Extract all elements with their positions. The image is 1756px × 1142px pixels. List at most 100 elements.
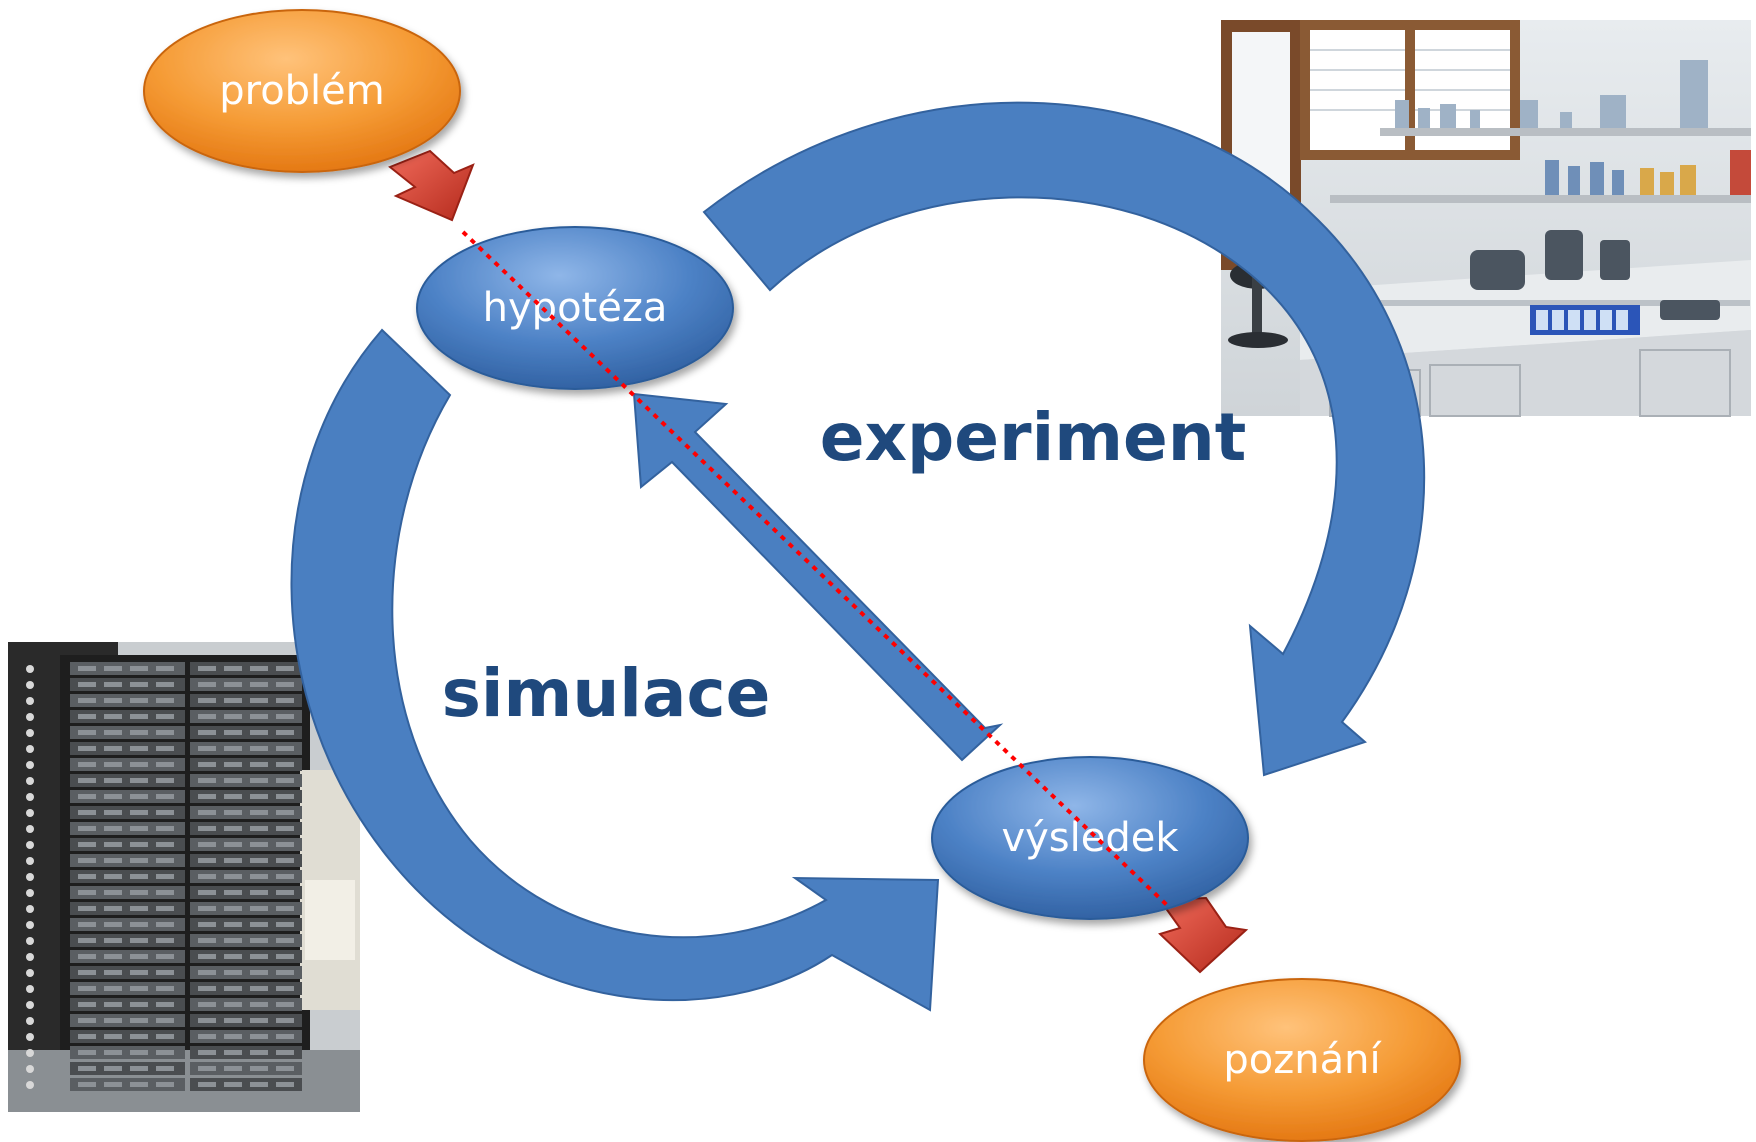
server-units bbox=[26, 662, 302, 1091]
server-drive-bay bbox=[224, 954, 242, 959]
server-drive-bay bbox=[104, 986, 122, 991]
server-drive-bay bbox=[250, 954, 268, 959]
server-drive-bay bbox=[198, 906, 216, 911]
server-drive-bay bbox=[104, 842, 122, 847]
server-unit bbox=[70, 854, 185, 867]
server-drive-bay bbox=[276, 906, 294, 911]
server-drive-bay bbox=[198, 730, 216, 735]
server-unit bbox=[70, 806, 185, 819]
server-drive-bay bbox=[156, 874, 174, 879]
server-drive-bay bbox=[78, 858, 96, 863]
server-drive-bay bbox=[156, 906, 174, 911]
server-drive-bay bbox=[104, 890, 122, 895]
problem-to-hypothesis-arrow bbox=[388, 149, 475, 222]
server-unit bbox=[70, 1046, 185, 1059]
server-unit bbox=[190, 758, 302, 771]
server-unit bbox=[190, 870, 302, 883]
server-drive-bay bbox=[156, 842, 174, 847]
node-knowledge-label: poznání bbox=[1223, 1037, 1382, 1083]
server-drive-bay bbox=[198, 1050, 216, 1055]
server-drive-bay bbox=[156, 1002, 174, 1007]
server-drive-bay bbox=[78, 938, 96, 943]
node-result bbox=[931, 756, 1249, 920]
server-unit bbox=[70, 774, 185, 787]
server-drive-bay bbox=[104, 858, 122, 863]
server-drive-bay bbox=[104, 794, 122, 799]
server-drive-bay bbox=[78, 826, 96, 831]
server-drive-bay bbox=[224, 922, 242, 927]
server-drive-bay bbox=[250, 682, 268, 687]
server-drive-bay bbox=[130, 906, 148, 911]
server-drive-bay bbox=[130, 826, 148, 831]
server-drive-bay bbox=[276, 986, 294, 991]
server-drive-bay bbox=[276, 810, 294, 815]
server-drive-bay bbox=[156, 682, 174, 687]
server-drive-bay bbox=[198, 794, 216, 799]
server-unit bbox=[70, 950, 185, 963]
server-drive-bay bbox=[250, 922, 268, 927]
server-drive-bay bbox=[104, 762, 122, 767]
server-drive-bay bbox=[276, 970, 294, 975]
server-drive-bay bbox=[276, 938, 294, 943]
server-drive-bay bbox=[104, 666, 122, 671]
server-drive-bay bbox=[224, 986, 242, 991]
server-drive-bay bbox=[156, 954, 174, 959]
server-drive-bay bbox=[250, 746, 268, 751]
server-drive-bay bbox=[130, 794, 148, 799]
rack-handle bbox=[26, 841, 34, 849]
server-drive-bay bbox=[250, 842, 268, 847]
server-drive-bay bbox=[78, 1002, 96, 1007]
server-unit bbox=[190, 822, 302, 835]
server-drive-bay bbox=[78, 842, 96, 847]
server-drive-bay bbox=[130, 810, 148, 815]
server-drive-bay bbox=[130, 714, 148, 719]
server-drive-bay bbox=[104, 810, 122, 815]
server-unit bbox=[190, 806, 302, 819]
server-drive-bay bbox=[224, 778, 242, 783]
rack-handle bbox=[26, 873, 34, 881]
server-unit bbox=[190, 1078, 302, 1091]
simulation-label: simulace bbox=[442, 655, 771, 732]
server-unit bbox=[70, 742, 185, 755]
server-drive-bay bbox=[224, 874, 242, 879]
server-unit bbox=[190, 1046, 302, 1059]
rack-handle bbox=[26, 1081, 34, 1089]
rack-handle bbox=[26, 953, 34, 961]
server-drive-bay bbox=[198, 666, 216, 671]
rack-handle bbox=[26, 905, 34, 913]
server-drive-bay bbox=[104, 1082, 122, 1087]
server-unit bbox=[190, 742, 302, 755]
server-drive-bay bbox=[130, 682, 148, 687]
server-drive-bay bbox=[104, 714, 122, 719]
server-unit bbox=[190, 950, 302, 963]
server-unit bbox=[70, 758, 185, 771]
server-drive-bay bbox=[276, 826, 294, 831]
server-unit bbox=[70, 998, 185, 1011]
server-unit bbox=[190, 998, 302, 1011]
rack-handle bbox=[26, 761, 34, 769]
server-drive-bay bbox=[276, 874, 294, 879]
server-unit bbox=[190, 678, 302, 691]
server-drive-bay bbox=[198, 954, 216, 959]
server-drive-bay bbox=[198, 986, 216, 991]
server-drive-bay bbox=[104, 938, 122, 943]
server-drive-bay bbox=[276, 1050, 294, 1055]
rack-handle bbox=[26, 729, 34, 737]
server-drive-bay bbox=[224, 826, 242, 831]
experiment-arrow bbox=[702, 101, 1426, 777]
server-drive-bay bbox=[78, 1034, 96, 1039]
server-drive-bay bbox=[78, 906, 96, 911]
rack-handle bbox=[26, 1033, 34, 1041]
server-drive-bay bbox=[78, 1066, 96, 1071]
server-drive-bay bbox=[156, 714, 174, 719]
laboratory-photo bbox=[1221, 20, 1751, 417]
server-drive-bay bbox=[224, 890, 242, 895]
rack-handle bbox=[26, 777, 34, 785]
server-drive-bay bbox=[104, 954, 122, 959]
server-drive-bay bbox=[276, 1082, 294, 1087]
server-drive-bay bbox=[156, 1034, 174, 1039]
server-drive-bay bbox=[250, 890, 268, 895]
server-drive-bay bbox=[104, 1066, 122, 1071]
server-unit bbox=[70, 710, 185, 723]
